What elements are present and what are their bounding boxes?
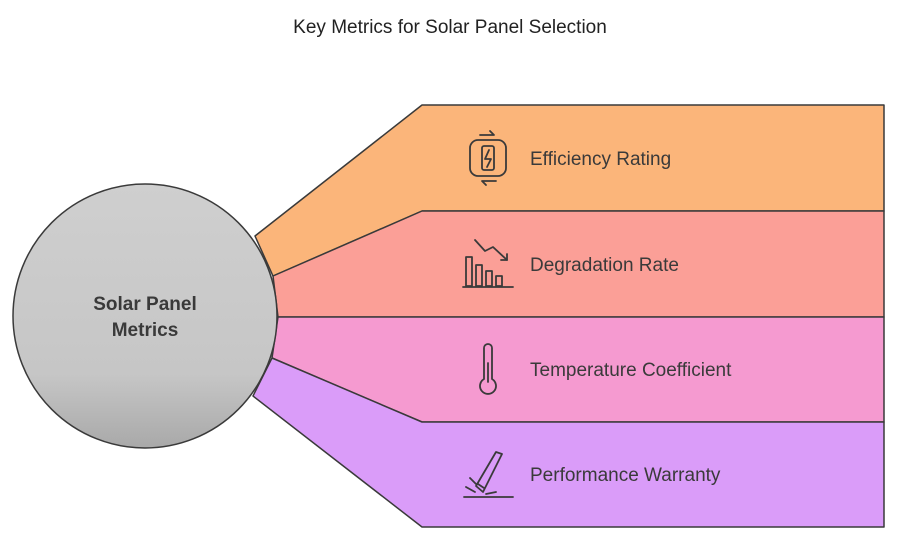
metric-label-temperature: Temperature Coefficient (530, 360, 732, 381)
metric-band-warranty (252, 357, 885, 528)
center-circle (12, 183, 278, 449)
pen-signature-icon (463, 451, 514, 498)
declining-chart-icon (462, 239, 514, 288)
center-label-line1: Solar Panel (93, 294, 197, 315)
metric-label-degradation: Degradation Rate (530, 255, 679, 276)
center-label-line2: Metrics (112, 320, 179, 341)
metric-label-efficiency: Efficiency Rating (530, 149, 671, 170)
metric-label-warranty: Performance Warranty (530, 465, 721, 486)
thermometer-icon (479, 343, 497, 395)
battery-charging-icon (469, 130, 507, 186)
diagram-title: Key Metrics for Solar Panel Selection (293, 17, 607, 38)
